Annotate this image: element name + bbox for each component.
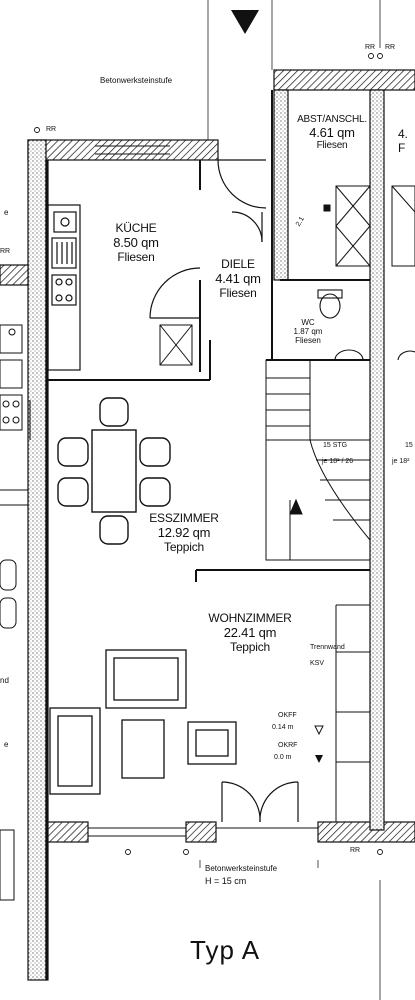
room-name: WOHNZIMMER — [208, 611, 292, 625]
okrf-marker-icon — [315, 755, 323, 763]
room-floor: Fliesen — [219, 285, 257, 300]
room-area: 4. — [398, 127, 408, 141]
room-name: ABST/ANSCHL. — [297, 114, 367, 125]
bottom-step-label: Betonwerksteinstufe — [205, 864, 278, 873]
room-name: ESSZIMMER — [149, 511, 219, 525]
rr-label-topright: RR — [365, 44, 376, 51]
wc-fixtures — [317, 289, 415, 361]
room-name: DIELE — [221, 257, 255, 271]
room-label-abst-neighbour: 4. F — [398, 127, 415, 156]
okff-value: 0.14 m — [272, 724, 294, 731]
doors — [149, 159, 299, 823]
room-area: 22.41 qm — [223, 624, 277, 640]
room-label-wc: WC 1.87 qm Fliesen — [286, 318, 330, 346]
stair-count-cut-label: 15 — [405, 442, 413, 449]
room-name: WC — [301, 318, 315, 327]
top-step-label: Betonwerksteinstufe — [100, 76, 173, 85]
room-area: 4.41 qm — [215, 270, 261, 286]
trennwand-lines — [335, 604, 370, 822]
room-floor: Fliesen — [316, 140, 348, 152]
room-area: 8.50 qm — [113, 234, 159, 250]
stair-ratio-cut-label: je 18² — [392, 458, 410, 465]
room-label-esszimmer: ESSZIMMER 12.92 qm Teppich — [136, 511, 232, 555]
okrf-value: 0.0 m — [274, 754, 292, 761]
room-label-kueche: KÜCHE 8.50 qm Fliesen — [98, 221, 174, 265]
windows — [29, 145, 318, 837]
room-floor: Fliesen — [117, 249, 155, 264]
exterior-walls — [0, 69, 415, 981]
room-area: 12.92 qm — [157, 524, 211, 540]
step-height-label: H = 15 cm — [205, 876, 247, 886]
rr-label-bottom: RR — [350, 847, 361, 854]
room-area: 1.87 qm — [293, 327, 323, 337]
rr-markers — [34, 53, 383, 855]
kitchen-cabinet — [159, 324, 193, 366]
kitchen-counter — [47, 204, 81, 371]
room-label-diele: DIELE 4.41 qm Fliesen — [202, 257, 274, 301]
room-label-wohnzimmer: WOHNZIMMER 22.41 qm Teppich — [196, 611, 304, 655]
living-furniture — [49, 649, 237, 795]
stair-ratio-label: je 18² / 26 — [322, 458, 354, 465]
neighbour-label-e1: e — [4, 208, 9, 217]
entrance-arrow-icon — [231, 10, 259, 34]
neighbour-label-nd: nd — [0, 676, 9, 685]
room-label-abst: ABST/ANSCHL. 4.61 qm Fliesen — [290, 114, 374, 152]
neighbour-fragments — [0, 324, 28, 901]
closet-boxes — [323, 185, 415, 267]
neighbour-label-rr: RR — [0, 248, 11, 255]
room-area: 4.61 qm — [309, 124, 355, 140]
rr-label-left: RR — [46, 126, 57, 133]
room-floor: Teppich — [230, 639, 270, 654]
staircase — [265, 359, 371, 561]
okff-label: OKFF — [278, 712, 297, 719]
okrf-label: OKRF — [278, 742, 298, 749]
room-floor: Fliesen — [295, 336, 321, 346]
trennwand-label: Trennwand — [310, 644, 345, 651]
room-floor: F — [398, 140, 406, 155]
room-name: KÜCHE — [115, 221, 157, 235]
ksv-label: KSV — [310, 660, 325, 667]
stair-count-label: 15 STG — [323, 442, 348, 449]
room-floor: Teppich — [164, 539, 204, 554]
rr-label-top: RR — [385, 44, 396, 51]
okff-marker-icon — [314, 725, 324, 736]
dining-table — [57, 397, 171, 545]
neighbour-label-e2: e — [4, 740, 9, 749]
plan-title: Typ A — [190, 935, 261, 965]
guide-lines — [199, 0, 381, 1000]
